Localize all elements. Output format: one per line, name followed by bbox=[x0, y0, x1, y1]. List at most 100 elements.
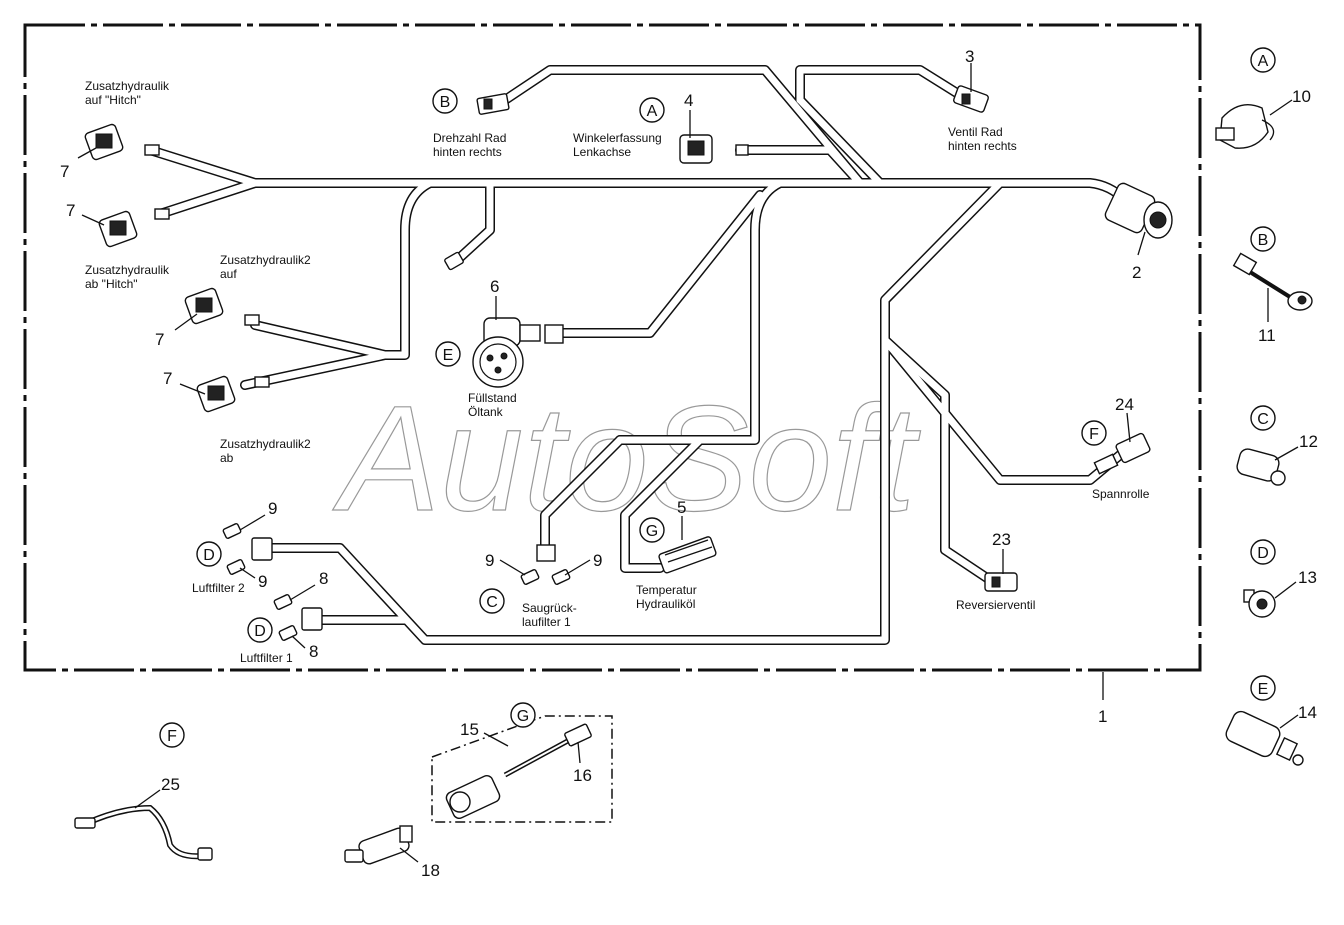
hitch-auf-connector bbox=[84, 123, 160, 161]
callout-7a: 7 bbox=[60, 162, 69, 181]
callout-7c: 7 bbox=[155, 330, 164, 349]
reference-letters: B A E F G C D D A B C D E F G bbox=[159, 47, 1276, 748]
callout-11: 11 bbox=[1258, 326, 1276, 345]
leader-lines bbox=[77, 63, 1299, 863]
label-zh2-auf-1: Zusatzhydraulik2 bbox=[220, 253, 311, 267]
svg-text:E: E bbox=[1258, 681, 1269, 698]
callout-1: 1 bbox=[1098, 707, 1107, 726]
svg-text:F: F bbox=[167, 728, 177, 745]
letter-circle-A-side: A bbox=[1250, 47, 1276, 73]
letter-circle-F-main: F bbox=[1081, 420, 1107, 446]
part-13-switch bbox=[1243, 589, 1276, 618]
callout-3: 3 bbox=[965, 47, 974, 66]
svg-text:D: D bbox=[203, 547, 215, 564]
callout-2: 2 bbox=[1132, 263, 1141, 282]
label-zh2-ab-1: Zusatzhydraulik2 bbox=[220, 437, 311, 451]
svg-text:D: D bbox=[254, 623, 266, 640]
callout-13: 13 bbox=[1298, 568, 1317, 587]
zh2-ab-connector bbox=[196, 375, 270, 413]
part-25-cable bbox=[74, 804, 213, 861]
callout-16: 16 bbox=[573, 766, 592, 785]
letter-circle-E-main: E bbox=[435, 341, 461, 367]
label-reversier: Reversierventil bbox=[956, 598, 1035, 612]
luftfilter1-connectors bbox=[273, 594, 323, 641]
reversier-connector bbox=[984, 572, 1018, 592]
callout-numbers: 1 2 3 4 5 6 7 7 7 7 8 8 9 9 9 9 10 11 12… bbox=[60, 47, 1318, 880]
fuellstand-sensor bbox=[472, 317, 564, 388]
svg-text:B: B bbox=[440, 94, 451, 111]
label-temperatur-1: Temperatur bbox=[636, 583, 697, 597]
label-spannrolle: Spannrolle bbox=[1092, 487, 1150, 501]
svg-text:A: A bbox=[647, 103, 658, 120]
letter-circle-D-main1: D bbox=[196, 541, 222, 567]
winkel-connector bbox=[679, 134, 749, 164]
svg-text:A: A bbox=[1258, 53, 1269, 70]
part-10-sensor bbox=[1215, 104, 1275, 149]
letter-circle-D-side: D bbox=[1250, 539, 1276, 565]
label-drehzahl-1: Drehzahl Rad bbox=[433, 131, 506, 145]
letter-circle-C-side: C bbox=[1250, 405, 1276, 431]
text-labels: Zusatzhydraulik auf "Hitch" Zusatzhydrau… bbox=[85, 79, 1150, 665]
callout-10: 10 bbox=[1292, 87, 1311, 106]
harness-wires bbox=[145, 65, 1130, 645]
callout-7b: 7 bbox=[66, 201, 75, 220]
label-zh2-auf-2: auf bbox=[220, 267, 237, 281]
small-plug-connector bbox=[444, 251, 464, 271]
svg-text:C: C bbox=[1257, 411, 1269, 428]
callout-24: 24 bbox=[1115, 395, 1134, 414]
label-winkel-2: Lenkachse bbox=[573, 145, 631, 159]
callout-7d: 7 bbox=[163, 369, 172, 388]
svg-text:B: B bbox=[1258, 232, 1269, 249]
label-saug-1: Saugrück- bbox=[522, 601, 577, 615]
letter-circle-B-main: B bbox=[432, 88, 458, 114]
svg-text:G: G bbox=[646, 523, 658, 540]
svg-text:C: C bbox=[486, 594, 498, 611]
callout-8a: 8 bbox=[319, 569, 328, 588]
callout-9d: 9 bbox=[593, 551, 602, 570]
label-ventil-2: hinten rechts bbox=[948, 139, 1017, 153]
callout-18: 18 bbox=[421, 861, 440, 880]
letter-circle-B-side: B bbox=[1250, 226, 1276, 252]
callout-8b: 8 bbox=[309, 642, 318, 661]
callout-5: 5 bbox=[677, 498, 686, 517]
letter-circle-C-main: C bbox=[479, 588, 505, 614]
label-zh-auf-hitch-1: Zusatzhydraulik bbox=[85, 79, 170, 93]
svg-text:E: E bbox=[443, 347, 454, 364]
callout-15: 15 bbox=[460, 720, 479, 739]
callout-25: 25 bbox=[161, 775, 180, 794]
callout-6: 6 bbox=[490, 277, 499, 296]
svg-text:F: F bbox=[1089, 426, 1099, 443]
callout-14: 14 bbox=[1298, 703, 1317, 722]
label-luftfilter-2: Luftfilter 2 bbox=[192, 581, 245, 595]
label-winkel-1: Winkelerfassung bbox=[573, 131, 662, 145]
letter-circle-F-bottom: F bbox=[159, 722, 185, 748]
harness-wires-inner bbox=[146, 66, 1129, 644]
label-saug-2: laufilter 1 bbox=[522, 615, 571, 629]
label-fuellstand-2: Öltank bbox=[468, 405, 504, 419]
label-zh-ab-hitch-2: ab "Hitch" bbox=[85, 277, 138, 291]
callout-23: 23 bbox=[992, 530, 1011, 549]
hitch-ab-connector bbox=[98, 208, 170, 248]
letter-circle-G-bottom: G bbox=[510, 702, 536, 728]
letter-circle-D-main2: D bbox=[247, 617, 273, 643]
luftfilter2-connectors bbox=[222, 523, 273, 575]
label-zh2-ab-2: ab bbox=[220, 451, 234, 465]
callout-9a: 9 bbox=[268, 499, 277, 518]
callout-9b: 9 bbox=[258, 572, 267, 591]
part-12-switch bbox=[1236, 448, 1286, 486]
main-plug-connector bbox=[1104, 182, 1173, 239]
temperatur-connector bbox=[658, 536, 717, 574]
label-luftfilter-1: Luftfilter 1 bbox=[240, 651, 293, 665]
callout-4: 4 bbox=[684, 91, 693, 110]
svg-text:D: D bbox=[1257, 545, 1269, 562]
callout-9c: 9 bbox=[485, 551, 494, 570]
drehzahl-connector bbox=[476, 93, 510, 115]
letter-circle-A-main: A bbox=[639, 97, 665, 123]
spannrolle-connector bbox=[1093, 432, 1151, 475]
part-18-sender bbox=[344, 825, 413, 865]
letter-circle-E-side: E bbox=[1250, 675, 1276, 701]
label-zh-ab-hitch-1: Zusatzhydraulik bbox=[85, 263, 170, 277]
assembly-frame bbox=[23, 23, 1202, 672]
part-14-sensor bbox=[1225, 710, 1304, 766]
